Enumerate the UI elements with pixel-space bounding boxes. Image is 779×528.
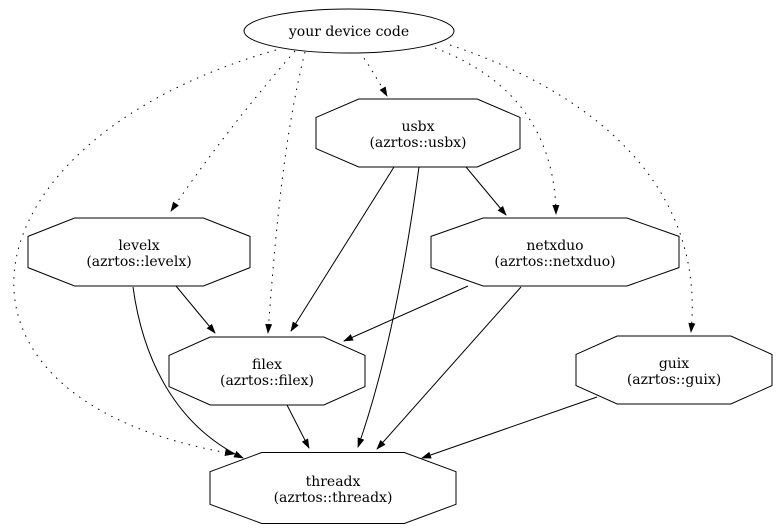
node-levelx-label-line2: (azrtos::levelx) bbox=[86, 254, 191, 270]
edge-usbx-to-threadx bbox=[357, 166, 420, 448]
edge-device-to-levelx bbox=[170, 50, 296, 212]
edge-netxduo-to-threadx bbox=[376, 286, 522, 450]
edge-usbx-to-filex bbox=[290, 166, 395, 332]
node-guix-label-line1: guix bbox=[659, 356, 689, 372]
node-usbx-label-line2: (azrtos::usbx) bbox=[369, 135, 466, 151]
node-threadx-octagon bbox=[209, 452, 457, 524]
edge-filex-to-threadx bbox=[286, 404, 310, 449]
edge-usbx-to-netxduo bbox=[465, 166, 507, 216]
node-device-label-line1: your device code bbox=[288, 24, 409, 40]
node-filex: filex(azrtos::filex) bbox=[168, 336, 366, 406]
node-threadx-label-line1: threadx bbox=[306, 474, 361, 490]
node-filex-label-line2: (azrtos::filex) bbox=[220, 373, 314, 389]
edge-device-to-guix bbox=[449, 44, 696, 333]
edge-netxduo-to-filex bbox=[343, 285, 469, 342]
node-filex-label-line1: filex bbox=[252, 357, 282, 373]
node-netxduo-label-line2: (azrtos::netxduo) bbox=[494, 254, 615, 270]
node-usbx-label-line1: usbx bbox=[401, 119, 434, 135]
node-device: your device code bbox=[243, 8, 455, 54]
node-threadx-label-line2: (azrtos::threadx) bbox=[274, 490, 393, 506]
node-levelx: levelx(azrtos::levelx) bbox=[27, 217, 251, 287]
node-usbx: usbx(azrtos::usbx) bbox=[315, 98, 521, 168]
edge-device-to-filex bbox=[265, 51, 306, 334]
node-netxduo-octagon bbox=[430, 217, 680, 287]
node-netxduo-label-line1: netxduo bbox=[526, 238, 583, 254]
node-threadx: threadx(azrtos::threadx) bbox=[209, 452, 457, 524]
node-guix-label-line2: (azrtos::guix) bbox=[627, 372, 721, 388]
node-levelx-label-line1: levelx bbox=[118, 238, 159, 254]
node-guix-octagon bbox=[575, 335, 773, 405]
edge-levelx-to-filex bbox=[175, 285, 216, 334]
node-filex-octagon bbox=[168, 336, 366, 406]
node-levelx-octagon bbox=[27, 217, 251, 287]
node-usbx-octagon bbox=[315, 98, 521, 168]
node-netxduo: netxduo(azrtos::netxduo) bbox=[430, 217, 680, 287]
edge-guix-to-threadx bbox=[421, 396, 598, 459]
edge-device-to-usbx bbox=[359, 51, 388, 97]
edge-levelx-to-threadx bbox=[132, 286, 244, 459]
node-guix: guix(azrtos::guix) bbox=[575, 335, 773, 405]
node-device-ellipse bbox=[243, 8, 455, 54]
